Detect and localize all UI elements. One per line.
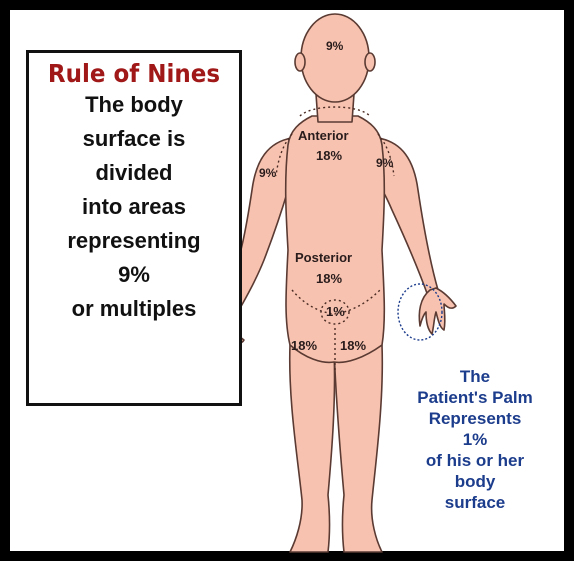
left-ear xyxy=(295,53,305,71)
label-head-pct: 9% xyxy=(326,39,344,53)
palm-note-line: of his or her xyxy=(400,450,550,471)
palm-note: The Patient's Palm Represents 1% of his … xyxy=(400,366,550,513)
label-anterior-pct: 18% xyxy=(316,148,342,163)
head xyxy=(301,14,369,102)
description-line: The body xyxy=(29,88,239,122)
label-left-leg-pct: 18% xyxy=(291,338,317,353)
palm-note-line: 1% xyxy=(400,429,550,450)
description-line: representing xyxy=(29,224,239,258)
description-line: 9% xyxy=(29,258,239,292)
description-line: divided xyxy=(29,156,239,190)
description-line: into areas xyxy=(29,190,239,224)
label-posterior-pct: 18% xyxy=(316,271,342,286)
palm-note-line: The xyxy=(400,366,550,387)
label-posterior: Posterior xyxy=(295,250,352,265)
label-left-arm-pct: 9% xyxy=(259,166,277,180)
right-hand xyxy=(419,288,456,334)
label-anterior: Anterior xyxy=(298,128,349,143)
label-right-leg-pct: 18% xyxy=(340,338,366,353)
palm-note-line: Represents xyxy=(400,408,550,429)
left-leg xyxy=(290,345,335,552)
palm-note-line: Patient's Palm xyxy=(400,387,550,408)
rule-of-nines-box: Rule of Nines The body surface is divide… xyxy=(26,50,242,406)
palm-note-line: body xyxy=(400,471,550,492)
label-right-arm-pct: 9% xyxy=(376,156,394,170)
label-groin-pct: 1% xyxy=(326,304,345,319)
description-line: or multiples xyxy=(29,292,239,326)
right-leg xyxy=(334,345,382,552)
right-ear xyxy=(365,53,375,71)
palm-note-line: surface xyxy=(400,492,550,513)
description-line: surface is xyxy=(29,122,239,156)
rule-title: Rule of Nines xyxy=(37,59,230,88)
